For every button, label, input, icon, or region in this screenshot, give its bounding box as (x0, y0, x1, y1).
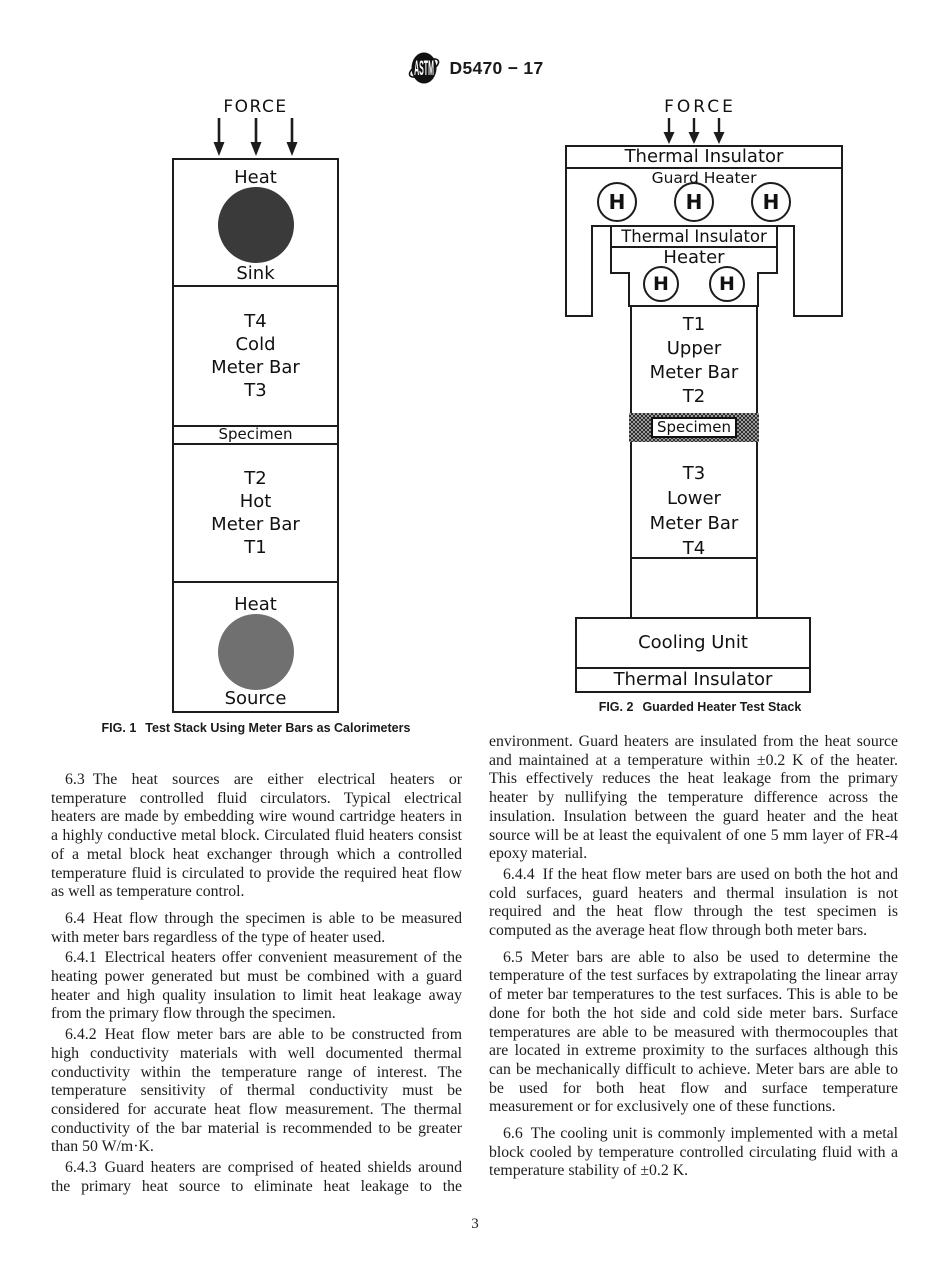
fig2-force-arrows (667, 118, 721, 134)
fig2-cooling-unit-label: Cooling Unit (638, 632, 748, 653)
fig1-hot-meter-bar-section: T2 Hot Meter Bar T1 (174, 445, 337, 583)
standard-designation: D5470 − 17 (449, 57, 544, 78)
fig1-heat-source-label-bottom: Source (224, 688, 287, 709)
fig1-hot-meter-bar-label: Meter Bar (211, 514, 300, 535)
fig1-heat-source-circle (218, 614, 294, 690)
fig2-thermal-insulator-bottom-label: Thermal Insulator (613, 669, 773, 690)
fig2-force-arrowheads (663, 132, 725, 144)
fig2-guard-h-symbol-3: H (762, 190, 780, 214)
fig2-heater-right-outline (757, 247, 778, 307)
fig1-heat-sink-section: Heat Sink (174, 160, 337, 287)
section-number: 6.4.1 (65, 949, 97, 967)
fig1-caption-number: FIG. 1 (101, 721, 137, 735)
fig1-caption: FIG. 1 Test Stack Using Meter Bars as Cal… (51, 721, 461, 735)
fig2-structure (565, 118, 843, 693)
fig1-cold-t3-label: T3 (244, 380, 267, 401)
fig2-caption-number: FIG. 2 (598, 700, 634, 714)
fig2-upper-meter-bar-section: T1 Upper Meter Bar T2 (631, 313, 757, 409)
right-text-column: environment. Guard heaters are insulated… (489, 733, 898, 1181)
paragraph-6-4-3-continued: environment. Guard heaters are insulated… (489, 733, 898, 864)
fig2-lower-meter-bar-section: T3 Lower Meter Bar T4 (631, 461, 757, 561)
fig1-heat-sink-circle (218, 187, 294, 263)
fig2-specimen-label: Specimen (651, 417, 737, 438)
section-text: If the heat flow meter bars are used on … (489, 865, 898, 940)
section-text: Heat flow through the specimen is able t… (51, 909, 462, 946)
section-text: The cooling unit is commonly implemented… (489, 1125, 898, 1180)
section-text: environment. Guard heaters are insulated… (489, 733, 898, 863)
fig2-t3-label: T3 (682, 463, 706, 484)
fig2-guard-h-symbol-2: H (685, 190, 703, 214)
fig1-caption-title: Test Stack Using Meter Bars as Calorimet… (145, 721, 411, 735)
fig2-t4-label: T4 (682, 538, 706, 559)
fig1-specimen-band: Specimen (174, 427, 337, 445)
fig2-t2-label: T2 (682, 386, 706, 407)
fig2-thermal-insulator-bottom-box (575, 667, 811, 693)
fig1-test-stack: Heat Sink T4 Cold Meter Bar T3 Specimen … (172, 158, 339, 713)
astm-logo: ASTM (408, 52, 439, 84)
fig2-t1-label: T1 (682, 314, 706, 335)
fig1-heat-source-section: Heat Source (174, 583, 337, 711)
fig1-cold-label: Cold (235, 334, 276, 355)
fig1-heat-source-label-top: Heat (234, 594, 277, 615)
fig1-cold-t4-label: T4 (244, 311, 267, 332)
fig2-caption-title: Guarded Heater Test Stack (642, 700, 802, 714)
fig2-guarded-heater-stack: Thermal Insulator Guard Heater H H H The… (540, 95, 860, 720)
section-number: 6.6 (503, 1125, 523, 1143)
section-text: Heat flow meter bars are able to be cons… (51, 1026, 462, 1156)
fig2-heater-h-symbol-1: H (653, 273, 669, 295)
fig1-force-label: FORCE (223, 97, 288, 117)
section-text: Meter bars are able to also be used to d… (489, 948, 898, 1116)
fig1-heat-sink-label-top: Heat (234, 167, 277, 188)
section-number: 6.4.3 (65, 1159, 97, 1177)
page-header: ASTM D5470 − 17 (0, 48, 950, 88)
fig2-guard-heater-right-leg (777, 167, 843, 317)
fig2-lower-label: Lower (667, 488, 721, 509)
fig1-hot-t2-label: T2 (244, 468, 267, 489)
fig2-thermal-insulator-inner-box (610, 225, 778, 248)
fig2-thermal-insulator-top-label: Thermal Insulator (624, 146, 784, 167)
section-number: 6.4.4 (503, 865, 535, 883)
fig2-heater-symbol-circles (597, 182, 791, 302)
section-text: Guard heaters are comprised of heated sh… (51, 1159, 462, 1195)
fig2-thermal-insulator-inner-label: Thermal Insulator (621, 227, 767, 246)
fig2-lower-meter-bar-label: Meter Bar (649, 513, 739, 534)
fig1-hot-t1-label: T1 (244, 537, 267, 558)
fig2-upper-meter-bar-label: Meter Bar (649, 362, 739, 383)
fig2-heater-h-symbol-2: H (719, 273, 735, 295)
section-text: Electrical heaters offer convenient meas… (51, 949, 462, 1023)
fig2-upper-label: Upper (666, 338, 722, 359)
fig2-guard-heater-label: Guard Heater (651, 169, 757, 187)
section-text: The heat sources are either electrical h… (51, 771, 462, 901)
fig1-cold-meter-bar-section: T4 Cold Meter Bar T3 (174, 287, 337, 427)
fig2-guard-h-symbol-1: H (608, 190, 626, 214)
section-number: 6.5 (503, 948, 523, 966)
fig1-force-arrows (213, 118, 298, 156)
fig2-force-label: FORCE (664, 97, 736, 117)
section-number: 6.4.2 (65, 1026, 97, 1044)
fig2-heater-left-outline (610, 247, 630, 307)
fig2-thermal-insulator-top-box (565, 145, 843, 169)
section-number: 6.4 (65, 909, 85, 927)
fig1-hot-label: Hot (239, 491, 272, 512)
fig1-cold-meter-bar-label: Meter Bar (211, 357, 300, 378)
page-number: 3 (471, 1216, 479, 1232)
fig2-guard-heater-left-leg (565, 167, 611, 317)
fig2-caption: FIG. 2 Guarded Heater Test Stack (540, 700, 860, 714)
fig1-heat-sink-label-bottom: Sink (236, 263, 275, 284)
fig2-heater-label: Heater (663, 247, 725, 268)
astm-logo-text: ASTM (414, 56, 434, 80)
section-number: 6.3 (65, 771, 85, 788)
